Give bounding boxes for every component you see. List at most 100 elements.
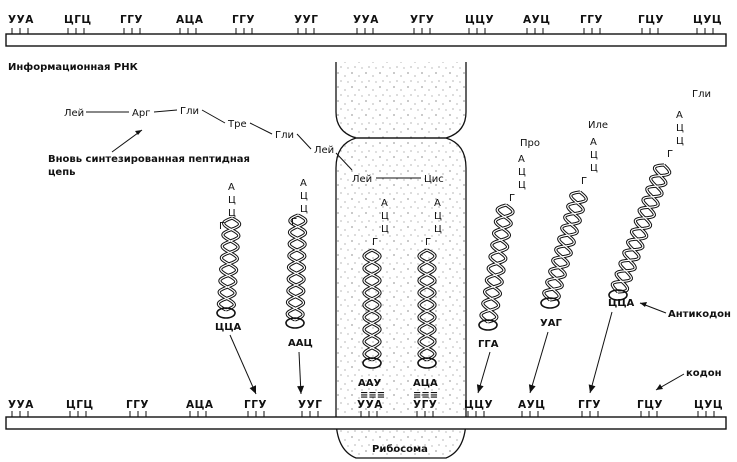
- trna-tail-base: Г: [667, 149, 673, 160]
- ribosome-label: Рибосома: [372, 443, 428, 455]
- trna-anticodon: УАГ: [540, 318, 562, 329]
- codon-label: УУА: [8, 14, 34, 26]
- trna-anticodon: ЦЦА: [215, 322, 242, 333]
- ribosome-residue: Лей: [352, 174, 372, 185]
- trna-tail-base: Ц: [228, 195, 236, 206]
- pairing-arrowhead: [589, 384, 596, 393]
- codon-label: ГГУ: [120, 14, 143, 26]
- codon-label: АЦА: [186, 399, 214, 411]
- trna-tail-base: Ц: [590, 163, 598, 174]
- trna-tail-base: Ц: [228, 208, 236, 219]
- trna-tail-base: Ц: [300, 204, 308, 215]
- trna-tail-base: Ц: [590, 150, 598, 161]
- trna-tail-base: Ц: [300, 191, 308, 202]
- codon-label: УУГ: [294, 14, 318, 26]
- trna-tail-base: Ц: [434, 224, 442, 235]
- trna-tail-base: А: [300, 178, 307, 189]
- peptide-bond: [154, 110, 177, 112]
- trna-tail-base: А: [381, 198, 388, 209]
- trna-tail-base: Г: [581, 176, 587, 187]
- codon-label: ГГУ: [126, 399, 149, 411]
- pairing-mark: ≡≡≡: [413, 390, 438, 401]
- pairing-arrow: [230, 335, 256, 394]
- codon-label: ЦУЦ: [693, 14, 722, 26]
- codon-label: ГЦУ: [637, 399, 663, 411]
- trna-helix: [217, 218, 240, 318]
- trna-anticodon: ЦЦА: [608, 298, 635, 309]
- codon-label: АУЦ: [523, 14, 550, 26]
- codon-label: ЦГЦ: [64, 14, 92, 26]
- peptide-bond: [250, 123, 272, 134]
- codon-label: ГЦУ: [638, 14, 664, 26]
- trna-helix: [479, 205, 513, 330]
- peptide-residue: Гли: [275, 130, 294, 141]
- codon-label: УУА: [353, 14, 379, 26]
- trna-tail-base: Ц: [381, 211, 389, 222]
- top-codon-row: УУА ЦГЦ ГГУ АЦА ГГУ УУГ УУА УГУ ЦЦУ АУЦ ГГУ ГЦУ ЦУЦ: [8, 14, 722, 34]
- pairing-arrowhead: [297, 386, 304, 394]
- ribosome-residue: Цис: [424, 174, 444, 185]
- codon-label: ГГУ: [578, 399, 601, 411]
- mrna-label: Информационная РНК: [8, 61, 139, 73]
- trna-tail-base: Ц: [676, 123, 684, 134]
- trna-tail-base: Ц: [676, 136, 684, 147]
- trna-anticodon: АЦА: [413, 378, 438, 389]
- trna-tail-base: А: [434, 198, 441, 209]
- codon-label: ЦЦУ: [464, 399, 493, 411]
- trna-tail-base: Г: [291, 217, 297, 228]
- peptide-residue: Арг: [132, 108, 150, 119]
- ribosome-lower-subunit: [336, 138, 466, 458]
- peptide-label-line2: цепь: [48, 167, 75, 178]
- trna-amino-acid: Про: [520, 138, 540, 149]
- codon-label: ЦГЦ: [66, 399, 94, 411]
- trna-tail-base: Ц: [518, 167, 526, 178]
- trna-helix: [609, 165, 670, 300]
- peptide-bond: [297, 134, 311, 149]
- pairing-arrow: [590, 312, 612, 393]
- trna-tail-base: А: [590, 137, 597, 148]
- trna-tail-base: Ц: [518, 180, 526, 191]
- ribosome: [336, 62, 466, 458]
- codon-label: ГГУ: [244, 399, 267, 411]
- trna-tail-base: Г: [372, 237, 378, 248]
- peptide-residue: Лей: [314, 145, 334, 156]
- codon-label: УУГ: [298, 399, 322, 411]
- trna-anticodon: ААЦ: [288, 338, 313, 349]
- mrna-strip-top: [6, 34, 726, 46]
- ribosome-upper-subunit: [336, 62, 466, 138]
- trna-tail-base: Г: [219, 221, 225, 232]
- trna-anticodon: ААУ: [358, 378, 381, 389]
- pairing-mark: ≡≡≡: [360, 390, 385, 401]
- trna-tail-base: Г: [509, 193, 515, 204]
- peptide-residue: Тре: [227, 119, 247, 130]
- codon-label: УГУ: [410, 14, 434, 26]
- trna-tail-base: А: [518, 154, 525, 165]
- pairing-arrowhead: [529, 384, 536, 393]
- trna-tail-base: А: [676, 110, 683, 121]
- trna-helix: [286, 215, 306, 328]
- trna-tail-base: А: [228, 182, 235, 193]
- pairing-arrowhead: [477, 384, 484, 393]
- codon-label: ГГУ: [580, 14, 603, 26]
- codon-label: ЦЦУ: [465, 14, 494, 26]
- trna-tail-base: Ц: [434, 211, 442, 222]
- codon-label: УУА: [8, 399, 34, 411]
- peptide-residue: Лей: [64, 108, 84, 119]
- pairing-arrow: [530, 332, 548, 393]
- codon-label: АЦА: [176, 14, 204, 26]
- codon-label: ГГУ: [232, 14, 255, 26]
- codon-label: ЦУЦ: [694, 399, 723, 411]
- mrna-bottom: [6, 417, 726, 429]
- trna-helix: [541, 192, 586, 308]
- peptide-bond: [202, 110, 225, 123]
- anticodon-label: Антикодон: [668, 309, 731, 320]
- trna-anticodon: ГГА: [478, 339, 499, 350]
- trna-amino-acid: Иле: [588, 120, 608, 131]
- codon-label: кодон: [686, 368, 722, 379]
- trna-tail-base: Ц: [381, 224, 389, 235]
- codon-label: АУЦ: [518, 399, 545, 411]
- trna-amino-acid: Гли: [692, 89, 711, 100]
- mrna-top: [6, 34, 726, 46]
- anticodon-arrowhead: [640, 302, 647, 307]
